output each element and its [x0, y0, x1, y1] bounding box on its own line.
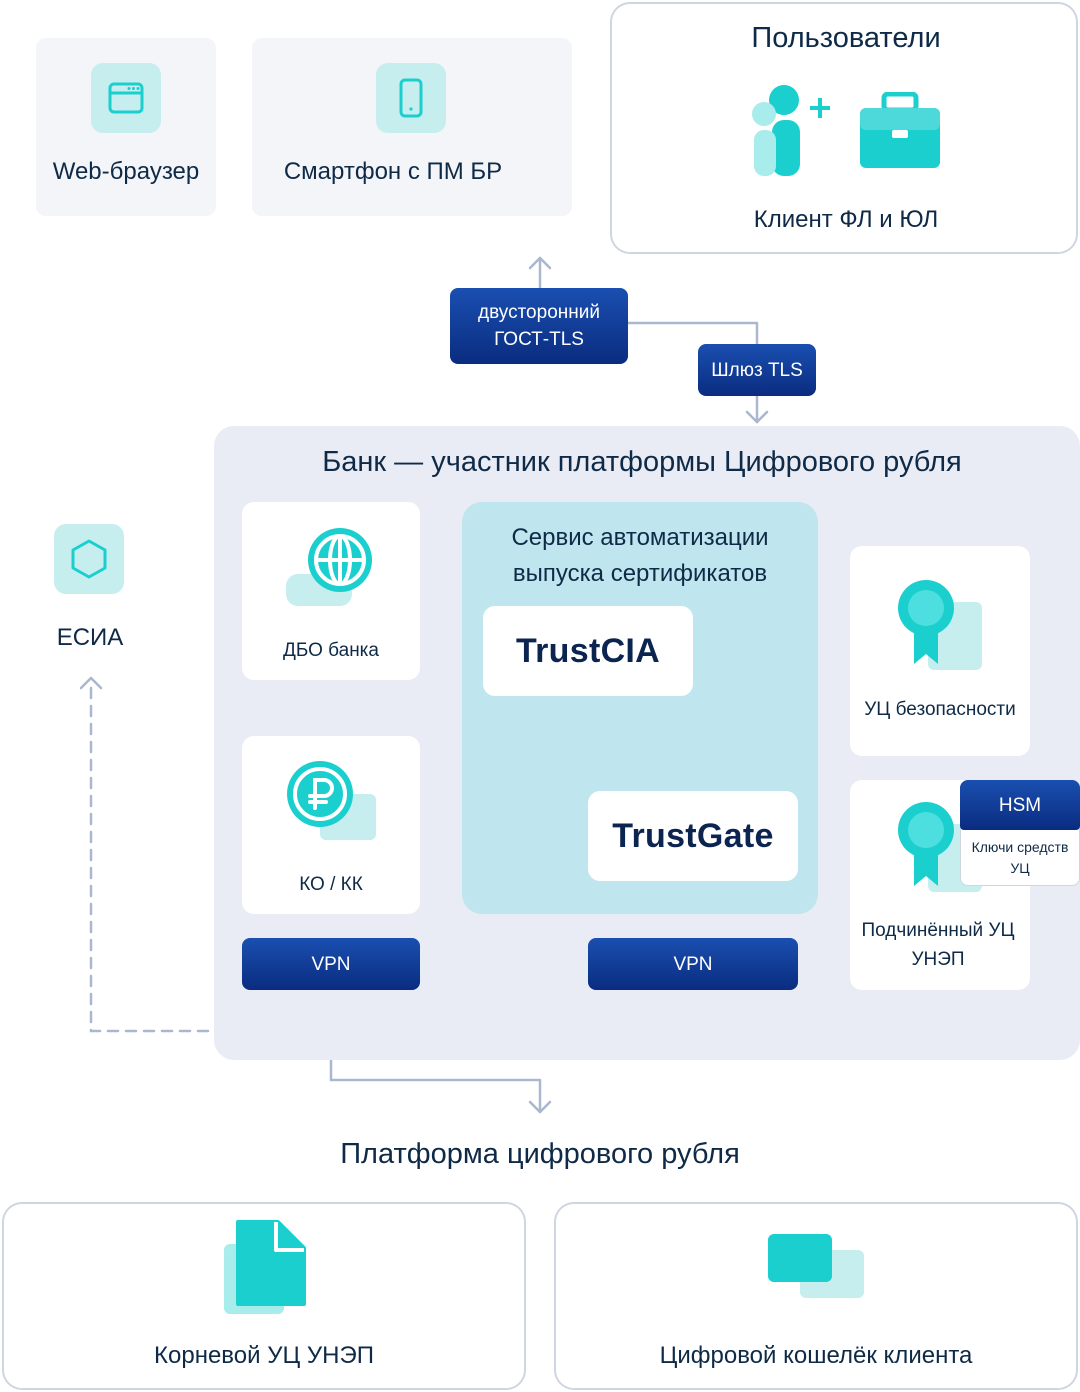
smartphone-card: Смартфон с ПМ БР: [252, 38, 572, 216]
tls-gateway-badge: Шлюз TLS: [698, 344, 816, 396]
ruble-coin-icon: [287, 761, 376, 840]
certificate-badge-icon: [898, 580, 982, 670]
root-uc-label: Корневой УЦ УНЭП: [154, 1342, 374, 1369]
hsm-badge: HSM: [960, 780, 1080, 830]
users-card: Пользователи Клиент ФЛ и ЮЛ: [610, 2, 1078, 254]
add-user-icon: [752, 85, 830, 176]
web-browser-card: Web-браузер: [36, 38, 216, 216]
briefcase-icon: [860, 92, 940, 168]
trustcia-card: TrustCIA: [483, 606, 693, 696]
browser-window-icon: [91, 63, 161, 133]
dbo-label: ДБО банка: [283, 640, 379, 661]
ko-label: КО / КК: [299, 874, 363, 895]
esia-hexagon-icon: [54, 524, 124, 594]
uc-security-label: УЦ безопасности: [864, 699, 1016, 720]
ko-card: КО / КК: [242, 736, 420, 914]
web-browser-label: Web-браузер: [52, 158, 200, 185]
esia-label: ЕСИА: [56, 624, 124, 651]
users-caption: Клиент ФЛ и ЮЛ: [753, 206, 939, 233]
trustgate-card: TrustGate: [588, 791, 798, 881]
sub-uc-label: Подчинённый УЦ УНЭП: [861, 920, 1015, 970]
hsm-card: HSM Ключи средств УЦ: [960, 780, 1080, 886]
trustcia-logo-text: TrustCIA: [515, 631, 661, 670]
users-title: Пользователи: [751, 22, 941, 54]
globe-icon: [286, 528, 372, 606]
dbo-card: ДБО банка: [242, 502, 420, 680]
service-title: Сервис автоматизации выпуска сертификато…: [511, 524, 769, 587]
vpn-right-badge: VPN: [588, 938, 798, 990]
platform-title: Платформа цифрового рубля: [340, 1138, 740, 1170]
wallet-card: Цифровой кошелёк клиента: [554, 1202, 1078, 1390]
smartphone-icon: [376, 63, 446, 133]
gost-tls-badge: двусторонний ГОСТ-TLS: [450, 288, 628, 364]
wallet-label: Цифровой кошелёк клиента: [659, 1342, 973, 1369]
sub-uc-card: Подчинённый УЦ УНЭП: [850, 780, 1030, 990]
root-uc-card: Корневой УЦ УНЭП: [2, 1202, 526, 1390]
vpn-left-badge: VPN: [242, 938, 420, 990]
hsm-keys-label: Ключи средств УЦ: [971, 839, 1069, 876]
uc-security-card: УЦ безопасности: [850, 546, 1030, 756]
wallet-icon: [768, 1234, 864, 1298]
trustgate-logo-text: TrustGate: [612, 816, 774, 855]
document-icon: [224, 1220, 306, 1314]
smartphone-label: Смартфон с ПМ БР: [283, 158, 503, 185]
bank-title: Банк — участник платформы Цифрового рубл…: [322, 446, 962, 478]
